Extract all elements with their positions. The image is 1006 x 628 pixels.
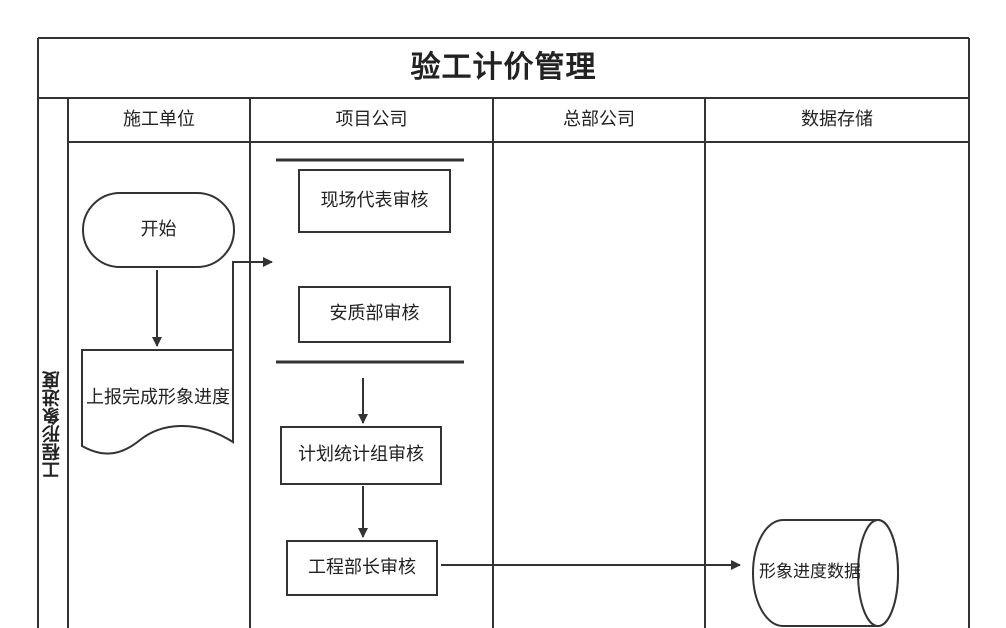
eng-dept-head-review-node: 工程部长审核 — [308, 556, 416, 578]
lane-header-project: 项目公司 — [335, 108, 408, 130]
lane-header-construction: 施工单位 — [123, 108, 195, 130]
plan-stats-review-node: 计划统计组审核 — [298, 444, 424, 466]
storage-node: 形象进度数据 — [759, 562, 861, 583]
start-terminator-shape — [82, 192, 235, 268]
eng-dept-head-review-box — [286, 540, 438, 596]
safety-dept-review-box — [298, 286, 451, 343]
row-label: 工程形象进度 — [41, 371, 63, 479]
report-node: 上报完成形象进度 — [86, 386, 230, 408]
plan-stats-review-box — [280, 426, 442, 485]
safety-dept-review-node: 安质部审核 — [329, 303, 420, 325]
arrow-report-to-project — [232, 257, 273, 440]
storage-cylinder-end — [857, 519, 899, 627]
start-node: 开始 — [140, 218, 177, 240]
page-title: 验工计价管理 — [410, 50, 597, 86]
report-document-shape — [81, 349, 234, 455]
lane-header-headquarters: 总部公司 — [563, 108, 635, 130]
lane-header-storage: 数据存储 — [801, 108, 873, 130]
site-rep-review-node: 现场代表审核 — [320, 189, 429, 211]
swimlane-frame — [37, 37, 970, 628]
site-rep-review-box — [298, 169, 451, 233]
